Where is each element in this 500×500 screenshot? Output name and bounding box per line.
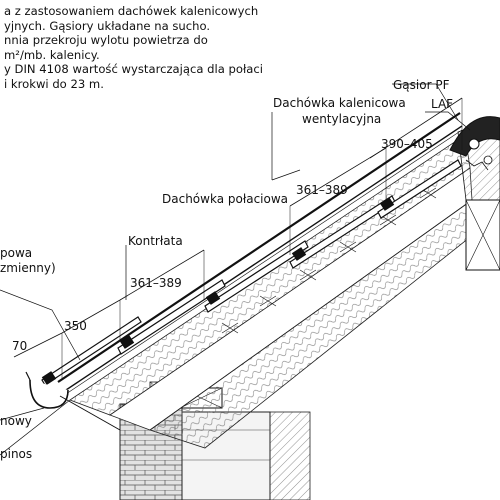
description-line: y DIN 4108 wartość wystarczająca dla poł… — [4, 62, 263, 77]
dimension-lines — [13, 97, 463, 380]
labels: Gąsior PF LAF Dachówka kalenicowa wentyl… — [0, 78, 453, 461]
left-label-4: pinos — [0, 447, 32, 461]
description-line: i krokwi do 23 m. — [4, 76, 104, 91]
roof-tiles — [41, 159, 462, 386]
roof-tile-label: Dachówka połaciowa — [162, 192, 288, 206]
ridge-tile-label: Gąsior PF — [393, 78, 450, 92]
vent-tile-label-1: Dachówka kalenicowa — [273, 96, 406, 110]
description-line: yjnych. Gąsiory układane na sucho. — [4, 18, 211, 33]
left-label-2: zmienny) — [0, 261, 56, 275]
dimension-labels: 70 350 361–389 361–389 390–405 — [12, 137, 433, 353]
laf-label: LAF — [431, 97, 453, 111]
dim-361-389-a: 361–389 — [130, 276, 182, 290]
dim-70: 70 — [12, 339, 27, 353]
vent-tile-label-2: wentylacyjna — [302, 112, 381, 126]
gutter — [25, 371, 121, 431]
left-label-3: nowy — [0, 414, 32, 428]
counter-batten-label: Kontrłata — [128, 234, 183, 248]
dim-390-405: 390–405 — [381, 137, 433, 151]
counter-batten-line — [57, 112, 461, 383]
description-line: a z zastosowaniem dachówek kalenicowych — [4, 4, 259, 18]
leader-lines — [0, 83, 471, 456]
description-line: m²/mb. kalenicy. — [4, 47, 100, 62]
roof-layers — [59, 125, 475, 449]
description-text: a z zastosowaniem dachówek kalenicowych … — [4, 4, 274, 92]
dim-361-389-b: 361–389 — [296, 183, 348, 197]
description-line: nnia przekroju wylotu powietrza do — [4, 33, 208, 48]
left-label-1: powa — [0, 246, 32, 260]
dim-350: 350 — [64, 319, 87, 333]
ridge-cap — [449, 116, 500, 171]
